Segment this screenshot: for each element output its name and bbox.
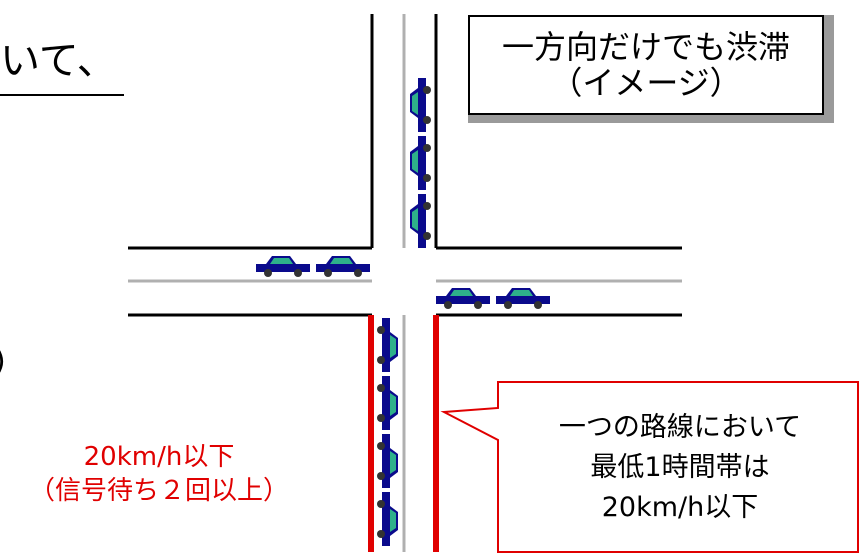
- callout-line-1: 一つの路線において: [558, 412, 802, 443]
- car-icon: [496, 288, 550, 309]
- car-icon: [410, 78, 431, 132]
- callout-line-3: 20km/h以下: [601, 492, 759, 523]
- label-line-1: 一方向だけでも渋滞: [501, 28, 790, 66]
- speed-note: 20km/h以下 （信号待ち２回以上）: [0, 440, 318, 508]
- callout-text: 一つの路線において 最低1時間帯は 20km/h以下: [500, 408, 860, 528]
- left-edge-fragment: ): [0, 344, 6, 379]
- image-label-box: 一方向だけでも渋滞 （イメージ）: [468, 15, 834, 123]
- car-icon: [256, 256, 310, 277]
- car-icon: [377, 434, 398, 488]
- speed-note-line-1: 20km/h以下: [83, 442, 235, 472]
- car-icon: [377, 376, 398, 430]
- car-icon: [377, 318, 398, 372]
- congestion-edge-right: [433, 315, 439, 552]
- speed-note-line-2: （信号待ち２回以上）: [28, 476, 289, 506]
- callout-bubble: [440, 381, 859, 553]
- car-icon: [377, 492, 398, 546]
- car-icon: [316, 256, 370, 277]
- congestion-edge-left: [368, 315, 374, 552]
- car-icon: [410, 194, 431, 248]
- car-icon: [436, 288, 490, 309]
- heading-fragment: いて、: [0, 36, 124, 96]
- car-icon: [410, 136, 431, 190]
- callout-line-2: 最低1時間帯は: [590, 452, 770, 483]
- label-line-2: （イメージ）: [550, 64, 742, 102]
